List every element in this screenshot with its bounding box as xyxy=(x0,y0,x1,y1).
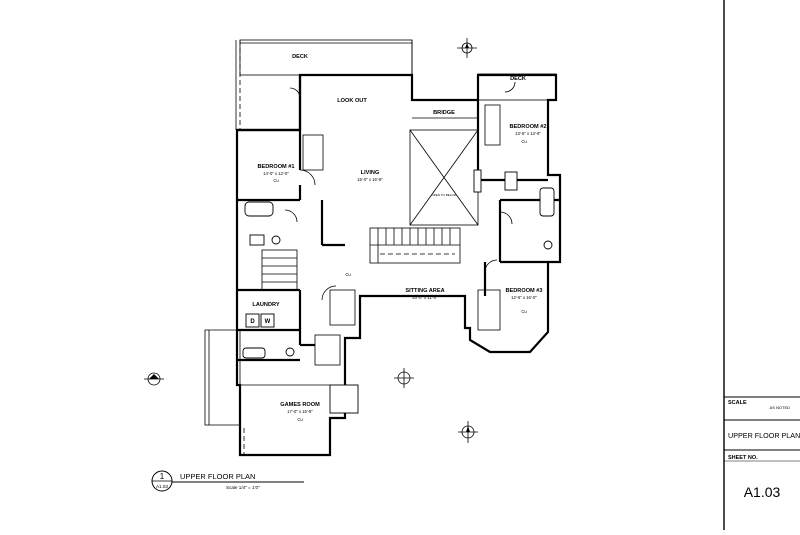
room-label-look-out: LOOK OUT xyxy=(337,98,367,104)
deck-top: DECK xyxy=(235,39,413,130)
room-dim-sitting-area: 20'-0" x 11'-0" xyxy=(412,295,438,300)
interior-walls xyxy=(237,100,560,455)
section-marker-icon xyxy=(394,368,414,388)
section-marker-icon xyxy=(458,421,478,443)
sink-icon xyxy=(504,171,518,191)
room-label-open-to-below: OPEN TO BELOW xyxy=(431,193,456,197)
fixtures: D W xyxy=(242,169,555,359)
dryer-label: D xyxy=(250,319,255,325)
deck-right-label: DECK xyxy=(510,76,526,82)
section-marker-icon xyxy=(144,372,164,386)
room-dim-games-room: 17'-0" x 15'-8" xyxy=(287,409,313,414)
room-dim-bedroom-3: 12'-6" x 16'-0" xyxy=(511,295,537,300)
stairs xyxy=(261,227,461,291)
bathtub-icon xyxy=(539,187,555,217)
room-cu-games-room: Cu xyxy=(297,417,303,422)
scale-value: AS NOTED xyxy=(770,405,791,410)
washer-icon xyxy=(260,313,275,328)
room-label-bedroom-2: BEDROOM #2 xyxy=(510,124,547,130)
washer-label: W xyxy=(265,319,271,325)
dryer-icon xyxy=(245,313,260,328)
sheet-number: A1.03 xyxy=(744,484,781,500)
room-label-sitting-area: SITTING AREA xyxy=(405,288,444,294)
room-cu-bedroom-3: Cu xyxy=(521,309,527,314)
room-cu-hall: Cu xyxy=(345,272,351,277)
fireplace-icon xyxy=(473,169,482,193)
bathtub-icon xyxy=(244,201,274,217)
north-arrow-icon xyxy=(457,38,477,58)
detail-sheet-ref: A1.03 xyxy=(156,484,168,489)
scale-label: SCALE xyxy=(728,400,747,406)
sheet-no-label: SHEET NO. xyxy=(728,455,758,461)
room-cu-bedroom-1: Cu xyxy=(273,178,279,183)
toilet-icon xyxy=(543,240,553,250)
detail-scale: Scale 1/4" = 1'0" xyxy=(226,485,260,490)
toilet-icon xyxy=(271,235,281,245)
detail-title: 1 A1.03 UPPER FLOOR PLAN Scale 1/4" = 1'… xyxy=(151,470,304,492)
deck-lower-left xyxy=(204,329,241,426)
room-label-bridge: BRIDGE xyxy=(433,110,455,116)
room-labels: LOOK OUT BRIDGE OPEN TO BELOW LIVING 15'… xyxy=(252,98,546,422)
detail-number: 1 xyxy=(160,472,165,481)
room-dim-living: 15'-0" x 16'-8" xyxy=(357,177,383,182)
toilet-icon xyxy=(285,347,295,357)
bathtub-icon xyxy=(242,347,266,359)
room-dim-bedroom-1: 14'-0" x 12'-0" xyxy=(263,171,289,176)
section-markers xyxy=(144,38,478,443)
room-label-bedroom-3: BEDROOM #3 xyxy=(506,288,543,294)
doors xyxy=(284,81,516,301)
sheet-title: UPPER FLOOR PLAN xyxy=(728,431,800,440)
deck-right: DECK xyxy=(477,73,557,101)
detail-title-text: UPPER FLOOR PLAN xyxy=(180,472,255,481)
exterior-walls xyxy=(235,73,562,457)
room-label-games-room: GAMES ROOM xyxy=(280,402,320,408)
room-dim-bedroom-2: 13'-6" x 13'-9" xyxy=(515,131,541,136)
deck-top-label: DECK xyxy=(292,54,308,60)
room-label-bedroom-1: BEDROOM #1 xyxy=(258,164,295,170)
room-label-laundry: LAUNDRY xyxy=(252,302,279,308)
sink-icon xyxy=(249,234,265,246)
room-cu-bedroom-2: Cu xyxy=(521,139,527,144)
room-label-living: LIVING xyxy=(361,170,380,176)
